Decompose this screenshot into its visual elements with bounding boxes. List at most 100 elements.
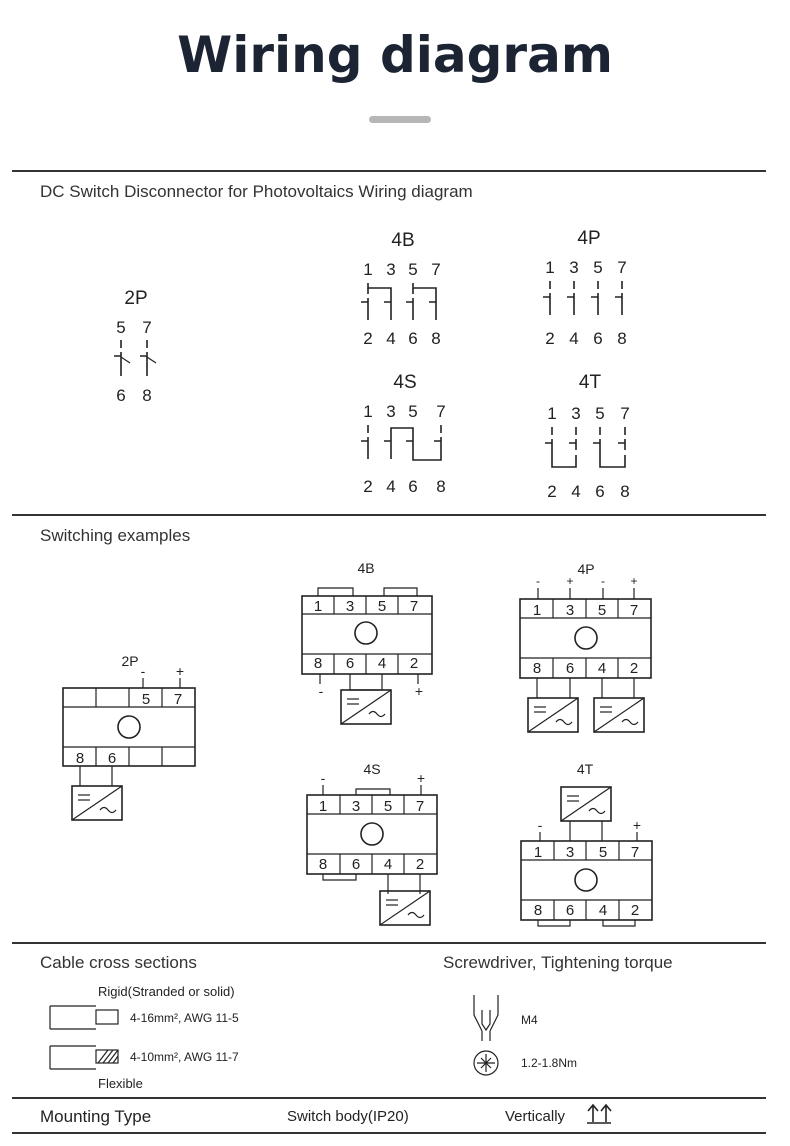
screwdriver-icon [473,995,499,1041]
section-title-cable: Cable cross sections [40,953,197,972]
divider-cable [12,942,766,944]
divider-mounting [12,1097,766,1099]
terminal-label: 3 [386,402,395,421]
terminal-label: 1 [545,258,554,277]
polarity-sign: - [538,817,543,833]
terminal-label: 1 [533,602,541,619]
terminal-label: 5 [384,798,392,815]
terminal-label: 5 [595,404,604,423]
title-underline [369,116,431,123]
divider-bottom [12,1132,766,1134]
example-4b-label: 4B [357,560,374,576]
terminal-label: 4 [599,902,607,919]
terminal-label: 5 [378,598,386,615]
section-title-dc-switch: DC Switch Disconnector for Photovoltaics… [40,182,473,201]
terminal-label: 1 [363,402,372,421]
terminal-label: 8 [533,660,541,677]
symbol-2p: 2P 5 7 6 8 [114,288,157,405]
dc-ac-inverter-icon [379,890,431,926]
terminal-label: 6 [566,902,574,919]
terminal-label: 1 [319,798,327,815]
example-4p-label: 4P [577,561,594,577]
polarity-sign: - [601,574,605,588]
symbol-4b: 4B 1 3 5 7 2 4 6 8 [361,230,441,348]
polarity-sign: - [141,663,146,679]
terminal-label: 1 [534,844,542,861]
terminal-label: 1 [547,404,556,423]
terminal-label: 6 [408,329,417,348]
example-4s-label: 4S [363,761,380,777]
example-2p: 2P - + 5 7 8 6 [62,653,196,821]
terminal-label: 4 [384,856,392,873]
mounting-section: Mounting Type Switch body(IP20) Vertical… [40,1103,612,1126]
example-2p-label: 2P [121,653,138,669]
page-title: Wiring diagram [177,26,613,84]
flexible-spec: 4-10mm², AWG 11-7 [130,1050,239,1064]
terminal-label: 4 [378,655,386,672]
polarity-sign: + [415,683,423,699]
dc-ac-inverter-icon [340,689,392,725]
terminal-label: 6 [108,750,116,767]
pozidriv-head-icon [473,1050,499,1076]
terminal-label: 7 [431,260,440,279]
terminal-label: 7 [617,258,626,277]
rigid-spec: 4-16mm², AWG 11-5 [130,1011,239,1025]
terminal-label: 2 [410,655,418,672]
example-4p: 4P - + - + 1 3 5 7 8 6 4 2 [519,561,652,733]
terminal-label: 5 [116,318,125,337]
polarity-sign: + [417,770,425,786]
terminal-label: 3 [566,844,574,861]
terminal-label: 4 [571,482,580,501]
terminal-label: 5 [593,258,602,277]
rigid-cable-icon [49,1005,119,1030]
terminal-label: 8 [319,856,327,873]
dc-ac-inverter-icon [527,697,579,733]
terminal-label: 4 [386,329,395,348]
terminal-label: 3 [566,602,574,619]
section-title-switching: Switching examples [40,526,191,545]
polarity-sign: + [633,817,641,833]
vertical-arrows-icon [587,1103,612,1124]
terminal-label: 3 [346,598,354,615]
polarity-sign: - [321,770,326,786]
example-4s: 4S - + 1 3 5 7 8 6 4 2 [306,761,438,926]
terminal-label: 8 [314,655,322,672]
terminal-label: 2 [630,660,638,677]
terminal-label: 8 [620,482,629,501]
terminal-label: 5 [598,602,606,619]
symbol-4t-label: 4T [579,372,602,393]
rigid-label: Rigid(Stranded or solid) [98,984,235,999]
mounting-body: Switch body(IP20) [287,1108,409,1125]
terminal-label: 6 [408,477,417,496]
section-title-screwdriver: Screwdriver, Tightening torque [443,953,673,972]
terminal-label: 2 [545,329,554,348]
terminal-label: 5 [599,844,607,861]
dc-ac-inverter-icon [593,697,645,733]
dc-ac-inverter-icon [560,786,612,822]
terminal-label: 2 [547,482,556,501]
terminal-label: 4 [598,660,606,677]
symbol-4b-label: 4B [391,230,414,251]
polarity-sign: - [536,574,540,588]
terminal-label: 7 [410,598,418,615]
terminal-label: 8 [76,750,84,767]
terminal-label: 8 [534,902,542,919]
terminal-label: 7 [436,402,445,421]
terminal-label: 1 [314,598,322,615]
screwdriver-section: M4 1.2-1.8Nm [473,995,577,1076]
terminal-label: 3 [569,258,578,277]
terminal-label: 5 [408,260,417,279]
terminal-label: 6 [566,660,574,677]
flexible-cable-icon [49,1045,119,1070]
terminal-label: 2 [416,856,424,873]
terminal-label: 7 [631,844,639,861]
polarity-sign: + [566,574,573,588]
terminal-label: 3 [386,260,395,279]
terminal-label: 7 [174,691,182,708]
terminal-label: 4 [569,329,578,348]
terminal-label: 7 [416,798,424,815]
terminal-label: 3 [571,404,580,423]
terminal-label: 8 [436,477,445,496]
flexible-label: Flexible [98,1076,143,1091]
